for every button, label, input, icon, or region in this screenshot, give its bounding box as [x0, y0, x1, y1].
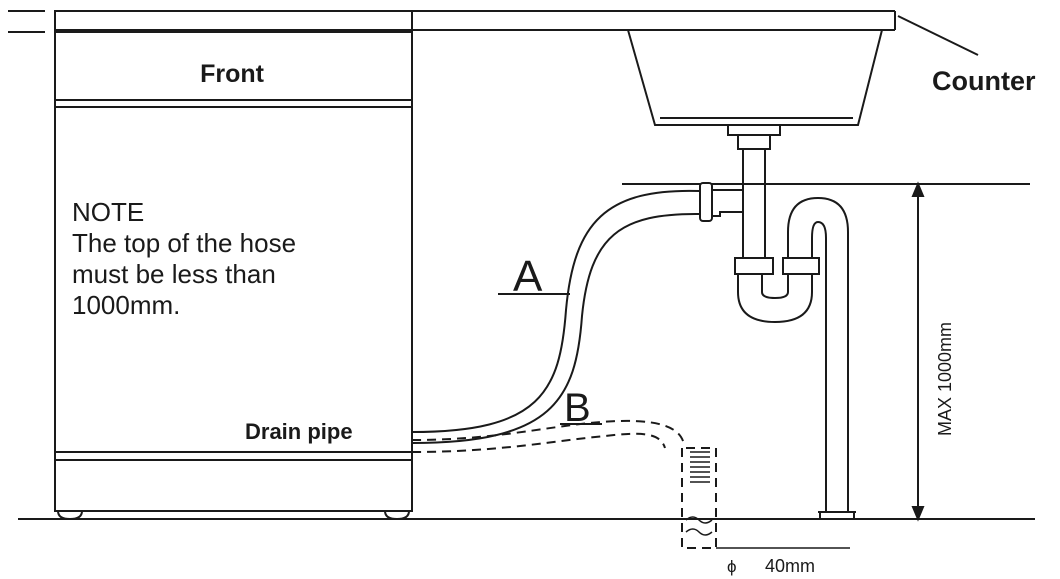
- p-trap: [734, 149, 856, 519]
- height-label: MAX 1000mm: [935, 322, 955, 436]
- dishwasher: [54, 10, 413, 521]
- counter-label: Counter: [932, 66, 1036, 96]
- diameter-label: 40mm: [765, 556, 815, 576]
- standpipe: [681, 447, 717, 549]
- hose-a: [411, 189, 701, 444]
- hose-b: [411, 419, 685, 453]
- drain-pipe-label: Drain pipe: [245, 419, 353, 444]
- note-line-3: 1000mm.: [72, 290, 180, 320]
- note-title: NOTE: [72, 197, 144, 227]
- front-label: Front: [200, 60, 265, 88]
- hose-inlet-connector: [699, 182, 744, 222]
- counter-top: [8, 10, 896, 33]
- diameter-symbol: ϕ: [727, 557, 737, 576]
- hose-b-label: B: [564, 386, 591, 430]
- note-line-1: The top of the hose: [72, 228, 296, 258]
- height-dimension: [911, 181, 925, 522]
- counter-pointer-line: [897, 15, 979, 56]
- sink-bowl: [626, 29, 884, 150]
- hose-a-label: A: [513, 252, 543, 301]
- note-line-2: must be less than: [72, 259, 276, 289]
